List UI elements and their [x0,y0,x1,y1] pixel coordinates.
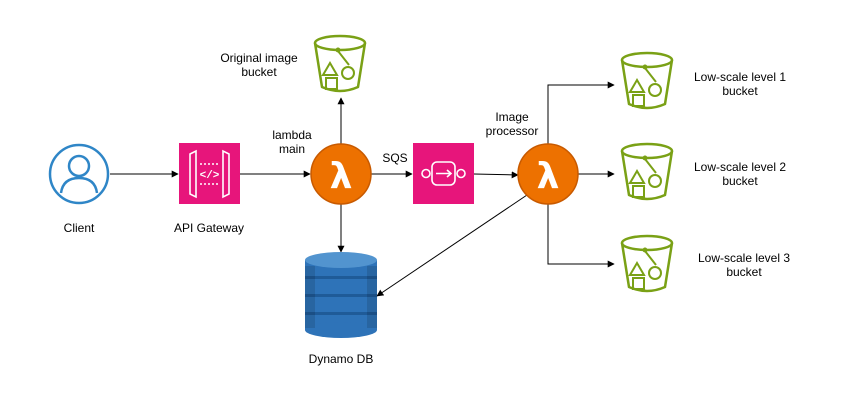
lambda-main-label: lambda main [272,128,312,156]
arrow-image-processor-to-low-scale-3 [547,201,615,268]
api-gateway-icon[interactable]: </> [179,143,240,204]
client-label: Client [63,221,95,235]
s3-bucket-icon[interactable] [620,234,674,293]
low-scale-1-label: Low-scale level 1 bucket [693,70,787,98]
s3-bucket-icon[interactable] [620,51,674,110]
low-scale-3-label: Low-scale level 3 bucket [697,251,791,279]
api-gateway-label: API Gateway [173,221,245,235]
arrow-sqs-to-image-processor [473,171,519,179]
s3-bucket-icon[interactable] [313,34,367,93]
user-icon[interactable] [48,143,110,205]
sqs-label: SQS [382,151,408,165]
original-bucket-label: Original image bucket [220,51,298,79]
dynamodb-icon[interactable] [305,252,377,338]
lambda-icon[interactable]: λ [517,143,579,205]
svg-text:</>: </> [200,170,220,182]
dynamo-db-label: Dynamo DB [308,352,374,366]
image-processor-label: Image processor [485,110,539,138]
connectors [110,81,615,297]
lambda-icon[interactable]: λ [310,143,372,205]
svg-text:λ: λ [537,156,560,197]
arrow-image-processor-to-dynamo-db [376,194,528,297]
svg-text:λ: λ [330,156,353,197]
low-scale-2-label: Low-scale level 2 bucket [693,160,787,188]
s3-bucket-icon[interactable] [620,142,674,201]
arrow-image-processor-to-low-scale-1 [547,81,615,148]
sqs-icon[interactable] [413,143,474,204]
